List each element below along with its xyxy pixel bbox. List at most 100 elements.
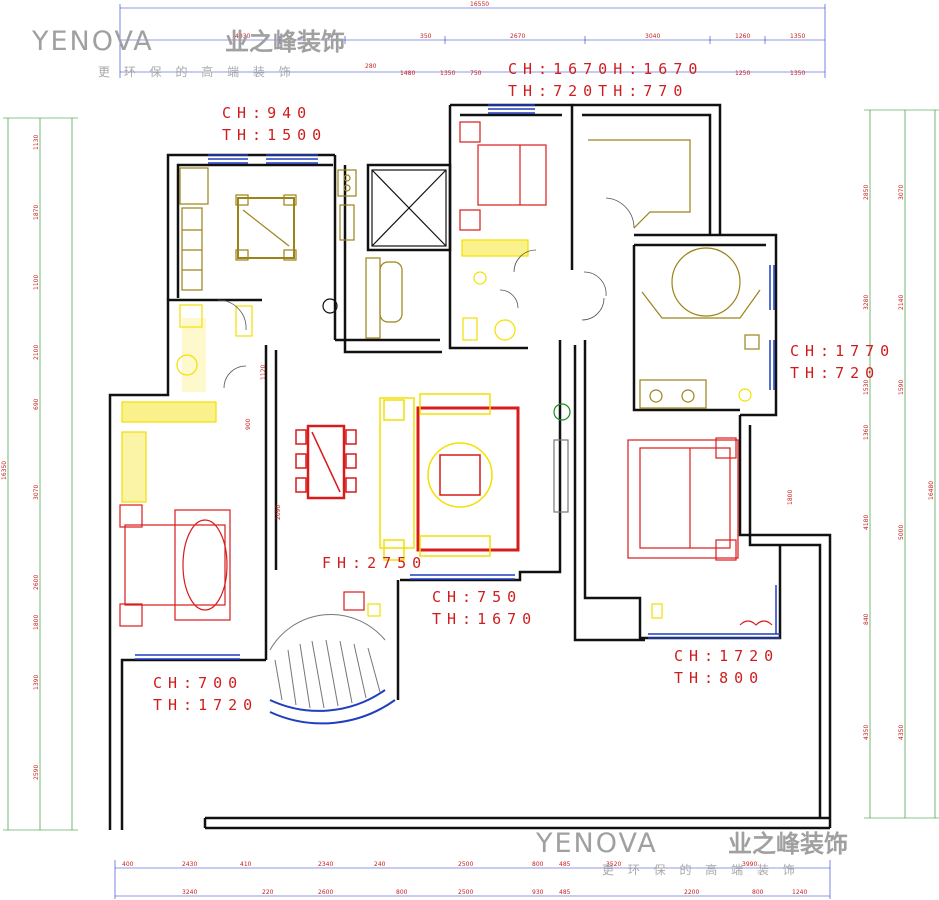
right-bedroom-furniture	[553, 403, 739, 561]
dim-label: 16350	[1, 461, 8, 480]
label-living-fh: FH:2750	[322, 554, 427, 572]
dim-label: 900	[245, 418, 252, 430]
dining-table	[295, 424, 357, 500]
dim-label: 1350	[440, 70, 455, 77]
dim-label: 1350	[790, 70, 805, 77]
dim-label: 3240	[182, 889, 197, 896]
dim-label: 220	[262, 889, 274, 896]
dim-label: 240	[374, 861, 386, 868]
windows	[135, 104, 780, 660]
dim-label: 2100	[33, 345, 40, 360]
door-dims: 900 1120 2090 1800	[245, 365, 794, 520]
dim-label: 1100	[33, 275, 40, 290]
dim-label: 3040	[645, 33, 660, 40]
dim-label: 690	[33, 398, 40, 410]
label-living-ch: CH:750	[432, 588, 522, 606]
brand-cn: 业之峰装饰	[728, 830, 848, 858]
top-bedroom-furniture	[459, 121, 547, 341]
dim-top-overall: 16550	[470, 1, 489, 8]
dim-label: 3070	[33, 485, 40, 500]
dim-label: 1480	[400, 70, 415, 77]
dim-label: 1250	[735, 70, 750, 77]
dim-label: 2600	[318, 889, 333, 896]
dim-label: 4030	[235, 33, 250, 40]
dim-label: 1240	[792, 889, 807, 896]
dim-label: 2850	[863, 185, 870, 200]
dim-label: 4350	[898, 725, 905, 740]
brand-en: YENOVA	[535, 828, 658, 859]
dim-label: 485	[559, 861, 571, 868]
dim-label: 1350	[790, 33, 805, 40]
dim-label: 2590	[33, 765, 40, 780]
label-left-bed-ch: CH:700	[153, 674, 243, 692]
dim-bottom-row-2: 3240 220 2600 800 2500 930 485 2200 800 …	[182, 889, 807, 896]
dim-label: 485	[559, 889, 571, 896]
bottom-dimensions	[114, 860, 831, 899]
dim-label: 2340	[318, 861, 333, 868]
dim-right-col: 2850 3280 1530 1360 4180 840 4350 3070 2…	[863, 185, 935, 740]
dim-label: 3280	[863, 295, 870, 310]
dim-label: 410	[240, 861, 252, 868]
left-closet	[122, 402, 216, 422]
dim-label: 2430	[182, 861, 197, 868]
dim-label: 400	[122, 861, 134, 868]
dim-label: 2600	[33, 575, 40, 590]
dim-label: 1260	[735, 33, 750, 40]
slogan: 更 环 保 的 高 端 装 饰	[98, 64, 296, 79]
dim-label: 930	[532, 889, 544, 896]
brand-cn: 业之峰装饰	[225, 28, 345, 56]
kitchen-furniture	[176, 167, 403, 376]
label-top-th: TH:720TH:770	[508, 82, 688, 100]
left-bedroom-furniture	[119, 401, 231, 627]
bathroom-fixture	[182, 318, 206, 392]
dim-label: 3070	[898, 185, 905, 200]
dim-label: 16480	[928, 481, 935, 500]
dim-label: 1390	[33, 675, 40, 690]
label-kitchen-ch: CH:940	[222, 104, 312, 122]
label-bed-th: TH:800	[674, 669, 764, 687]
dim-label: 1590	[898, 380, 905, 395]
dim-label: 1360	[863, 425, 870, 440]
dim-label: 1870	[33, 205, 40, 220]
label-bath-ch: CH:1770	[790, 342, 895, 360]
doors	[217, 197, 635, 389]
closet	[462, 240, 528, 256]
dim-label: 5000	[898, 525, 905, 540]
room-labels: CH:1670H:1670 TH:720TH:770 CH:940 TH:150…	[153, 60, 895, 714]
dim-label: 3520	[606, 861, 621, 868]
right-dimensions	[864, 109, 939, 819]
label-bed-ch: CH:1720	[674, 647, 779, 665]
dim-label: 1800	[33, 615, 40, 630]
dim-label: 2670	[510, 33, 525, 40]
dim-label: 4350	[863, 725, 870, 740]
label-top-ch: CH:1670H:1670	[508, 60, 703, 78]
dim-label: 2090	[275, 505, 282, 520]
watermark-bottom: YENOVA 业之峰装饰 更 环 保 的 高 端 装 饰	[535, 828, 848, 877]
dim-top-row-2: 280 1480 1350 750 1250 1350	[365, 63, 805, 77]
left-shelf	[122, 432, 146, 502]
label-left-bed-th: TH:1720	[153, 696, 258, 714]
dim-label: 1800	[787, 490, 794, 505]
dim-label: 4180	[863, 515, 870, 530]
walls	[108, 103, 832, 830]
top-dimensions	[119, 4, 826, 78]
watermark-top: YENOVA 业之峰装饰 更 环 保 的 高 端 装 饰	[31, 26, 345, 79]
dim-label: 350	[420, 33, 432, 40]
dim-label: 800	[752, 889, 764, 896]
dim-label: 1130	[33, 135, 40, 150]
label-living-th: TH:1670	[432, 610, 537, 628]
dim-top-row-1: 4030 350 2670 3040 1260 1350	[235, 33, 805, 40]
dim-label: 2500	[458, 889, 473, 896]
dim-label: 800	[532, 861, 544, 868]
dim-label: 280	[365, 63, 377, 70]
dim-label: 800	[396, 889, 408, 896]
dim-label: 3990	[742, 861, 757, 868]
dim-label: 2500	[458, 861, 473, 868]
left-dimensions	[3, 117, 78, 831]
dim-label: 2200	[684, 889, 699, 896]
right-bath-furniture	[588, 139, 761, 409]
dim-label: 1530	[863, 380, 870, 395]
stair-shaft	[371, 169, 447, 247]
decor	[322, 298, 773, 626]
